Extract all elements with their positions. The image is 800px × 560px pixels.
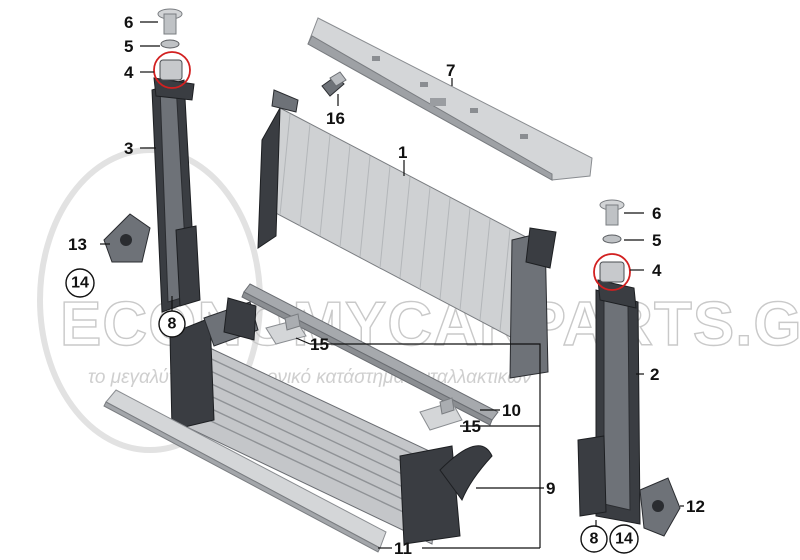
highlight-ring-left	[153, 51, 191, 89]
callout-13: 13	[68, 235, 87, 254]
part-6-pin-left[interactable]	[157, 8, 183, 35]
part-9-intercooler[interactable]	[169, 297, 493, 545]
callout-6-left: 6	[124, 13, 133, 32]
watermark-tagline: το μεγαλύτερο ηλεκτρονικό κατάστημα αντα…	[88, 367, 532, 388]
callout-8-right: 8	[590, 531, 599, 548]
callout-14-right-circle	[609, 524, 639, 554]
callout-11: 11	[394, 539, 412, 558]
part-4-grommet-left[interactable]	[153, 51, 191, 89]
callout-1: 1	[398, 143, 407, 162]
callout-4-right: 4	[652, 261, 662, 280]
part-12-right-mount[interactable]	[639, 477, 681, 537]
part-15-bracket-lower[interactable]	[419, 397, 463, 431]
part-16-temp-sensor[interactable]	[321, 71, 347, 97]
leader-lines	[100, 21, 684, 549]
callout-9: 9	[546, 479, 555, 498]
callout-8-left: 8	[168, 316, 177, 333]
callout-8-left-circle	[158, 310, 186, 338]
part-5-washer-left[interactable]	[160, 39, 180, 49]
part-1-radiator[interactable]	[257, 89, 557, 379]
callout-15-upper: 15	[310, 335, 329, 354]
callout-labels: 6 5 4 3 13 14 8 16 7 1 15 10 15 9 11 6 5…	[65, 13, 705, 558]
callout-5-right: 5	[652, 231, 661, 250]
callout-2: 2	[650, 365, 659, 384]
callout-14-left-circle	[65, 268, 95, 298]
callout-8-right-circle	[580, 525, 608, 553]
callout-6-right: 6	[652, 204, 661, 223]
callout-7: 7	[446, 61, 455, 80]
callout-16: 16	[326, 109, 345, 128]
part-4-grommet-right[interactable]	[593, 253, 631, 291]
highlight-ring-right	[593, 253, 631, 291]
callout-12: 12	[686, 497, 705, 516]
part-5-washer-right[interactable]	[602, 234, 622, 244]
callout-5-left: 5	[124, 37, 133, 56]
part-3-left-side-panel[interactable]	[151, 77, 201, 313]
part-13-left-mount[interactable]	[103, 213, 151, 263]
part-2-right-side-panel[interactable]	[577, 279, 641, 525]
callout-3: 3	[124, 139, 133, 158]
part-10-seal-strip[interactable]	[241, 283, 499, 426]
callout-15-lower: 15	[462, 417, 481, 436]
callout-10: 10	[502, 401, 521, 420]
callout-4-left: 4	[124, 63, 134, 82]
part-7-top-cover[interactable]	[307, 17, 593, 181]
part-6-pin-right[interactable]	[599, 199, 625, 226]
callout-14-right: 14	[615, 531, 633, 548]
part-11-lower-strip[interactable]	[103, 389, 387, 553]
callout-14-left: 14	[71, 275, 89, 292]
